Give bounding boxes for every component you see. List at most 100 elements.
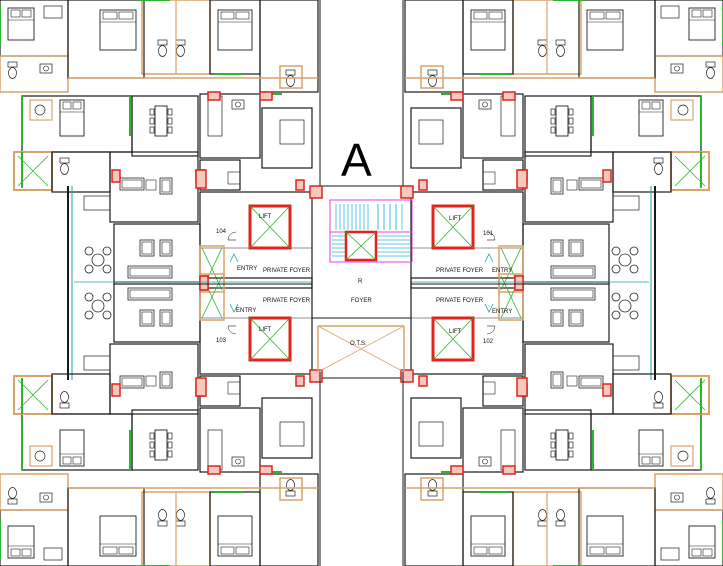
entry-label: ENTRY xyxy=(492,268,512,274)
sofa-cushion xyxy=(129,289,171,299)
pillow xyxy=(691,9,702,18)
bed xyxy=(7,525,35,559)
sink xyxy=(670,63,684,74)
bed xyxy=(59,429,85,467)
chair xyxy=(611,310,621,320)
chair xyxy=(167,441,173,449)
sofa xyxy=(550,239,564,257)
toilet-tank xyxy=(705,61,716,68)
sofa-cushion xyxy=(161,311,171,325)
sofa xyxy=(578,177,604,191)
unit-number-104: 104 xyxy=(216,229,227,235)
entry-label: ENTRY xyxy=(492,309,512,315)
column xyxy=(418,375,428,387)
sofa xyxy=(550,265,596,279)
wardrobe xyxy=(660,547,680,561)
toilet-bowl xyxy=(654,391,663,403)
lift-shaft-cross xyxy=(432,317,474,361)
pillow xyxy=(21,9,32,18)
bed xyxy=(59,99,85,137)
kitchen xyxy=(462,93,524,159)
bed xyxy=(638,429,664,467)
sofa-cushion xyxy=(580,377,602,387)
pillow xyxy=(702,9,713,18)
lift-shaft-cross xyxy=(249,317,291,361)
sink xyxy=(39,63,53,74)
column xyxy=(259,91,273,101)
bed xyxy=(7,7,35,41)
sofa-cushion xyxy=(570,241,582,255)
sink xyxy=(482,171,496,185)
toilet xyxy=(420,65,444,89)
kitchen xyxy=(462,407,524,473)
sink-basin xyxy=(482,101,488,108)
dining-room xyxy=(131,95,199,157)
toilet-tank xyxy=(705,498,716,505)
wardrobe xyxy=(43,547,63,561)
bed xyxy=(470,515,506,557)
door-swing xyxy=(486,325,496,335)
sofa xyxy=(550,309,564,327)
unit-number-102: 102 xyxy=(483,339,494,345)
kitchen xyxy=(199,93,261,159)
core-shaft xyxy=(344,230,378,262)
chair xyxy=(629,264,639,274)
sink xyxy=(231,99,245,110)
entry-door xyxy=(199,245,225,293)
quadrant-top xyxy=(404,0,723,380)
lift-label: LIFT xyxy=(259,214,272,220)
toilet-tank xyxy=(427,69,438,76)
sofa-cushion xyxy=(161,373,171,387)
column xyxy=(259,465,273,475)
chair xyxy=(611,264,621,274)
bed xyxy=(470,9,506,51)
lift-shaft xyxy=(431,316,475,362)
sink-basin xyxy=(674,65,680,72)
pillow xyxy=(702,548,713,557)
sink-basin xyxy=(43,65,49,72)
chair xyxy=(167,126,173,134)
utility xyxy=(410,397,462,459)
sink xyxy=(227,381,241,395)
column xyxy=(514,275,524,291)
toilet-bowl xyxy=(158,45,167,57)
entry-arrow xyxy=(229,253,239,263)
toilet-tank xyxy=(653,157,664,164)
lift-shaft-cross xyxy=(249,205,291,249)
chair xyxy=(167,432,173,440)
chair xyxy=(102,310,112,320)
chair xyxy=(550,126,556,134)
toilet-tank xyxy=(427,490,438,497)
coffee-table xyxy=(566,375,578,387)
pillow xyxy=(220,11,235,20)
sink xyxy=(670,492,684,503)
round-table xyxy=(91,253,105,267)
chair xyxy=(149,441,155,449)
sink xyxy=(482,381,496,395)
chair xyxy=(568,450,574,458)
column xyxy=(295,375,305,387)
toilet xyxy=(420,477,444,501)
column xyxy=(400,185,414,199)
pillow xyxy=(235,11,250,20)
wardrobe xyxy=(29,445,53,467)
toilet-bowl xyxy=(654,163,663,175)
pillow xyxy=(641,101,651,110)
tv-unit xyxy=(612,195,640,211)
block-letter: A xyxy=(341,134,372,186)
toilet-tank xyxy=(285,490,296,497)
sofa xyxy=(139,239,155,257)
chair xyxy=(568,117,574,125)
column xyxy=(295,179,305,191)
sink-basin xyxy=(674,494,680,501)
column xyxy=(516,377,528,397)
dining-table xyxy=(555,105,569,137)
chair xyxy=(568,108,574,116)
column xyxy=(502,465,516,475)
sofa-cushion xyxy=(552,289,594,299)
chair xyxy=(167,117,173,125)
stair-treads xyxy=(330,204,412,257)
dining-table xyxy=(555,429,569,461)
chair xyxy=(611,246,621,256)
pillow xyxy=(62,456,72,465)
